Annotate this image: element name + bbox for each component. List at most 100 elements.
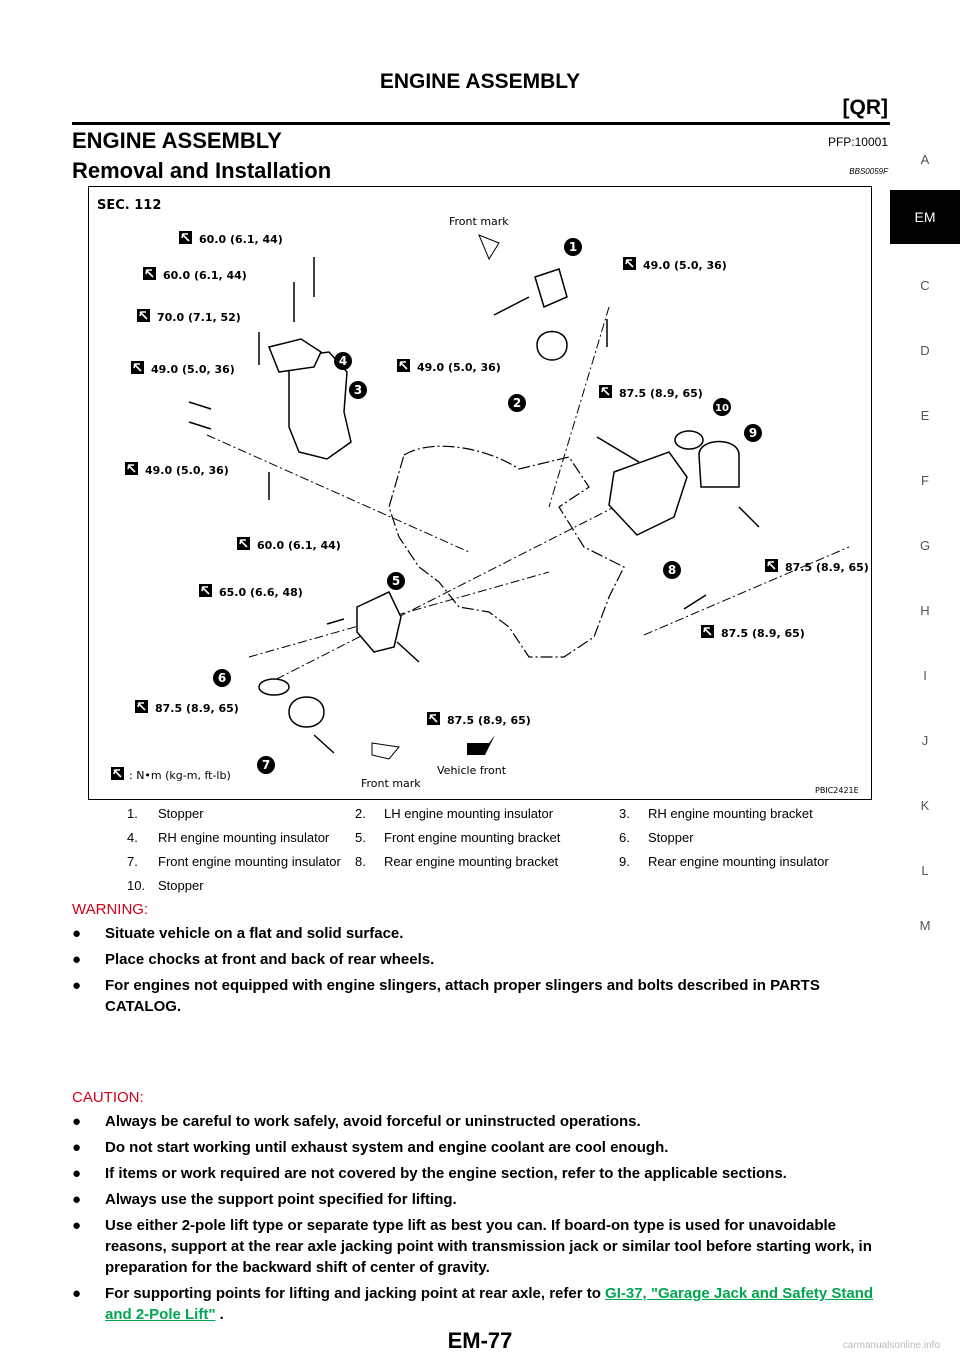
index-tab-h[interactable]: H xyxy=(920,603,930,618)
callout-9: 9 xyxy=(744,424,762,442)
torque-9: 49.0 (5.0, 36) xyxy=(417,361,501,374)
unit-legend: : N•m (kg-m, ft-lb) xyxy=(129,769,231,782)
legend-row: 7. Front engine mounting insulator 8. Re… xyxy=(127,854,829,869)
exploded-diagram: SEC. 112 Front mark xyxy=(97,198,869,795)
front-mark-bottom-label: Front mark xyxy=(361,777,421,790)
parts-legend: 1. Stopper 2. LH engine mounting insulat… xyxy=(127,806,887,902)
watermark: carmanualsonline.info xyxy=(842,1340,940,1351)
gi-37-link[interactable]: GI-37, "Garage Jack and Safety Stand and… xyxy=(105,1285,874,1323)
torque-12: 87.5 (8.9, 65) xyxy=(785,561,869,574)
caution-item: ●Do not start working until exhaust syst… xyxy=(72,1139,669,1156)
bullet-icon: ● xyxy=(72,1165,82,1182)
callout-8: 8 xyxy=(663,561,681,579)
index-tab-em[interactable]: EM xyxy=(890,190,960,244)
caution-item: ●Always be careful to work safely, avoid… xyxy=(72,1113,641,1130)
callouts: 1 2 3 4 5 6 7 8 9 10 xyxy=(213,238,762,774)
page-number: EM-77 xyxy=(447,1328,513,1353)
torque-wrench-icon xyxy=(142,266,157,281)
index-tab-g[interactable]: G xyxy=(919,538,931,553)
section-title: ENGINE ASSEMBLY xyxy=(72,128,282,153)
caution-item: ●Always use the support point specified … xyxy=(72,1191,457,1208)
torque-3: 70.0 (7.1, 52) xyxy=(157,311,241,324)
torque-wrench-icon xyxy=(130,360,145,375)
torque-11: 87.5 (8.9, 65) xyxy=(619,387,703,400)
header-rule xyxy=(72,122,890,125)
bullet-icon: ● xyxy=(72,1217,82,1234)
torque-labels: 60.0 (6.1, 44) 60.0 (6.1, 44) 70.0 (7.1,… xyxy=(124,230,869,727)
bullet-icon: ● xyxy=(72,951,82,968)
callout-10: 10 xyxy=(713,398,731,416)
torque-wrench-icon xyxy=(598,384,613,399)
torque-wrench-icon xyxy=(396,358,411,373)
engine-code: [QR] xyxy=(842,96,889,119)
index-tab-j[interactable]: J xyxy=(921,733,929,748)
torque-wrench-icon xyxy=(136,308,151,323)
index-tab-c[interactable]: C xyxy=(920,278,930,293)
torque-wrench-icon xyxy=(178,230,193,245)
svg-text:2: 2 xyxy=(513,396,521,410)
index-tab-e[interactable]: E xyxy=(920,408,930,423)
pfp-code: PFP:10001 xyxy=(827,135,888,149)
torque-wrench-icon xyxy=(134,699,149,714)
torque-wrench-icon xyxy=(236,536,251,551)
callout-7: 7 xyxy=(257,756,275,774)
svg-text:1: 1 xyxy=(569,240,577,254)
warning-item: ●For engines not equipped with engine sl… xyxy=(72,977,820,1015)
legend-row: 4. RH engine mounting insulator 5. Front… xyxy=(127,830,694,845)
svg-text:8: 8 xyxy=(668,563,676,577)
sec-label: SEC. 112 xyxy=(97,198,161,213)
unit-wrench-icon xyxy=(110,766,125,781)
front-mark-top-arrow-icon xyxy=(478,234,500,261)
bullet-icon: ● xyxy=(72,977,82,994)
index-tab-a[interactable]: A xyxy=(920,152,930,167)
svg-text:4: 4 xyxy=(339,354,347,368)
torque-8: 87.5 (8.9, 65) xyxy=(155,702,239,715)
svg-text:10: 10 xyxy=(715,403,729,414)
warning-label: WARNING: xyxy=(72,901,149,918)
torque-1: 60.0 (6.1, 44) xyxy=(199,233,283,246)
svg-text:9: 9 xyxy=(749,426,757,440)
torque-5: 49.0 (5.0, 36) xyxy=(145,464,229,477)
index-tab-d[interactable]: D xyxy=(920,343,930,358)
index-tab-i[interactable]: I xyxy=(923,668,927,683)
index-tab-k[interactable]: K xyxy=(920,798,930,813)
figure-code: PBIC2421E xyxy=(815,786,859,795)
legend-row: 10. Stopper xyxy=(127,878,204,893)
engine-outline xyxy=(388,445,625,658)
svg-text:3: 3 xyxy=(354,383,362,397)
torque-wrench-icon xyxy=(198,583,213,598)
front-mark-bottom-arrow-icon xyxy=(371,742,400,760)
caution-item: ●Use either 2-pole lift type or separate… xyxy=(72,1217,872,1276)
caution-item: ●For supporting points for lifting and j… xyxy=(72,1285,874,1323)
caution-label: CAUTION: xyxy=(72,1089,144,1106)
vehicle-front-label: Vehicle front xyxy=(437,764,507,777)
engine-mount-figure: SEC. 112 Front mark xyxy=(88,186,872,800)
caution-item: ●If items or work required are not cover… xyxy=(72,1165,787,1182)
torque-wrench-icon xyxy=(124,461,139,476)
section-index: A EM C D E F G H I J K L M xyxy=(890,0,960,1000)
index-tab-m[interactable]: M xyxy=(919,918,931,933)
svg-text:7: 7 xyxy=(262,758,270,772)
torque-7: 65.0 (6.6, 48) xyxy=(219,586,303,599)
torque-10: 49.0 (5.0, 36) xyxy=(643,259,727,272)
legend-row: 1. Stopper 2. LH engine mounting insulat… xyxy=(127,806,813,821)
torque-2: 60.0 (6.1, 44) xyxy=(163,269,247,282)
bullet-icon: ● xyxy=(72,1285,82,1302)
bullet-icon: ● xyxy=(72,925,82,942)
torque-wrench-icon xyxy=(622,256,637,271)
torque-13: 87.5 (8.9, 65) xyxy=(721,627,805,640)
callout-3: 3 xyxy=(349,381,367,399)
callout-6: 6 xyxy=(213,669,231,687)
index-tab-l[interactable]: L xyxy=(921,863,929,878)
warning-item: ●Place chocks at front and back of rear … xyxy=(72,951,435,968)
vehicle-front-arrow-icon xyxy=(467,735,495,755)
bullet-icon: ● xyxy=(72,1191,82,1208)
callout-5: 5 xyxy=(387,572,405,590)
warning-item: ●Situate vehicle on a flat and solid sur… xyxy=(72,925,404,942)
svg-text:5: 5 xyxy=(392,574,400,588)
callout-1: 1 xyxy=(564,238,582,256)
torque-14: 87.5 (8.9, 65) xyxy=(447,714,531,727)
callout-2: 2 xyxy=(508,394,526,412)
torque-4: 49.0 (5.0, 36) xyxy=(151,363,235,376)
index-tab-f[interactable]: F xyxy=(921,473,929,488)
